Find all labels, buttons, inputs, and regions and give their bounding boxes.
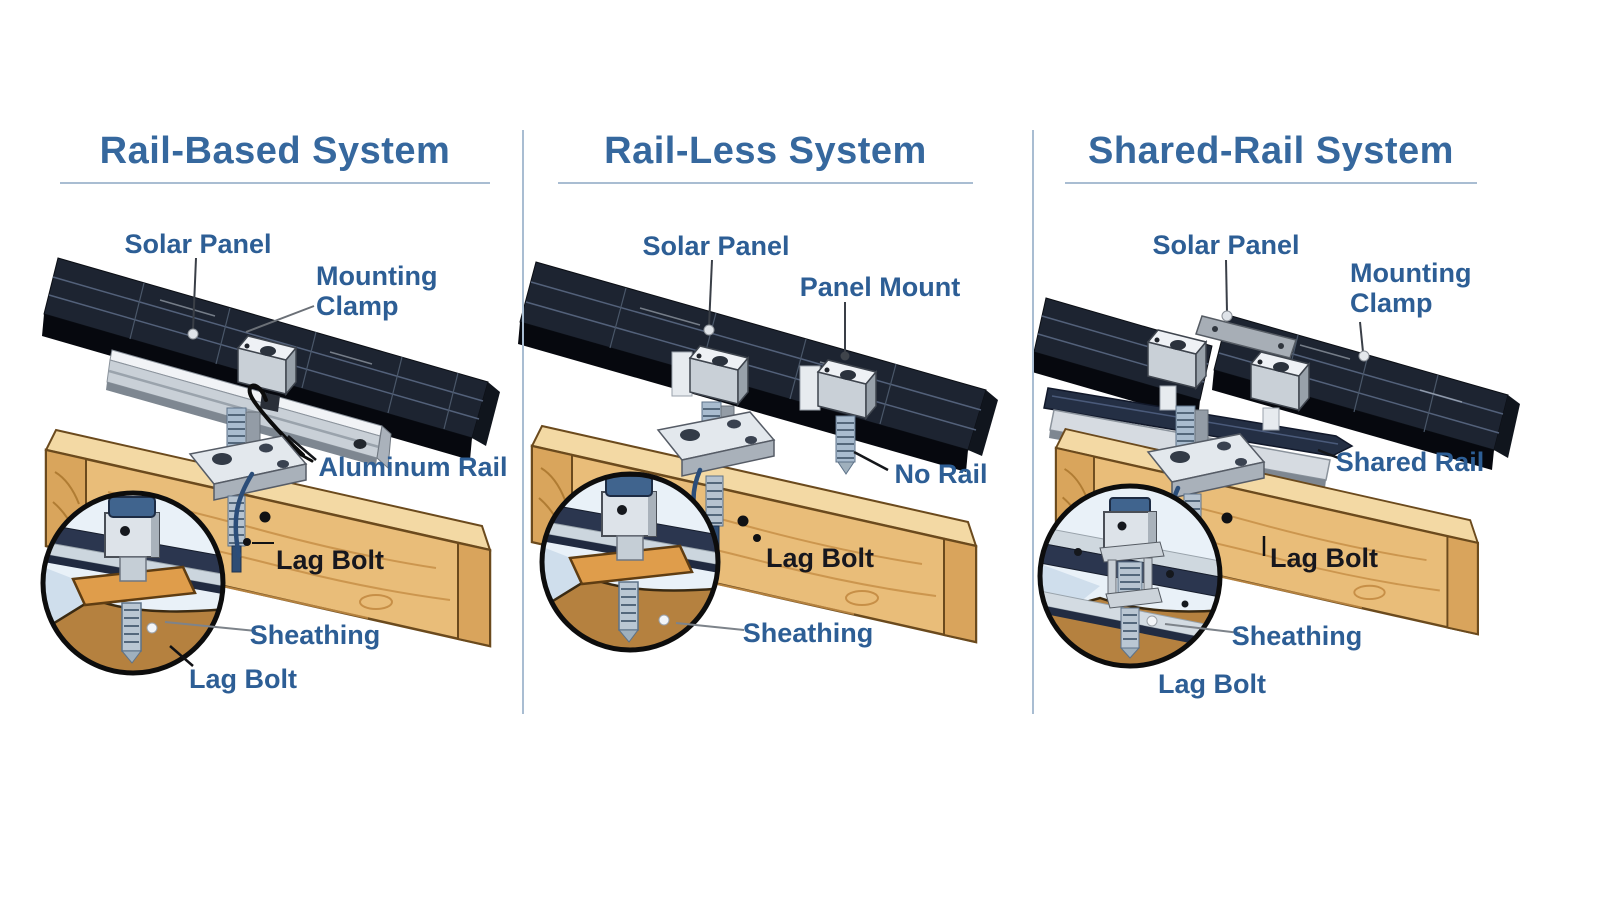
mounting-clamp-3b [1250, 351, 1310, 431]
panel-title-shared-rail: Shared-Rail System [1065, 120, 1477, 184]
column-divider-2 [1032, 130, 1034, 714]
detail-inset-ring-3 [1037, 483, 1223, 669]
label-panel-mount: Panel Mount [799, 271, 961, 302]
label-lag-bolt-detail-1: Lag Bolt [189, 663, 297, 694]
mounting-clamp-3a [1147, 329, 1207, 411]
label-shared-rail: Shared Rail [1335, 446, 1485, 477]
label-lag-bolt-3: Lag Bolt [1270, 542, 1378, 573]
leader-lines-2 [658, 259, 889, 631]
shared-rail-illustration [1032, 259, 1520, 669]
label-lag-bolt-2: Lag Bolt [766, 542, 874, 573]
label-lag-bolt-1: Lag Bolt [276, 544, 384, 575]
panel-title-rail-based: Rail-Based System [60, 120, 490, 184]
leader-lines-1 [146, 257, 317, 667]
rail-less-illustration [518, 259, 998, 653]
label-mounting-clamp-1: Mounting Clamp [316, 261, 438, 321]
connector-strap [1195, 315, 1297, 359]
label-sheathing-3: Sheathing [1231, 620, 1363, 651]
leader-lines-3 [1146, 259, 1370, 634]
detail-inset-ring-1 [40, 490, 226, 676]
label-lag-bolt-detail-3: Lag Bolt [1158, 668, 1266, 699]
panel-mount-b [799, 359, 877, 475]
rail-based-illustration [40, 257, 500, 676]
label-solar-panel-3: Solar Panel [1152, 229, 1300, 260]
label-solar-panel-1: Solar Panel [124, 228, 272, 259]
wire-1 [233, 471, 255, 559]
column-divider-1 [522, 130, 524, 714]
ground-wire-1 [247, 383, 305, 457]
detail-inset-ring-2 [539, 471, 721, 653]
label-sheathing-2: Sheathing [742, 617, 874, 648]
label-solar-panel-2: Solar Panel [642, 230, 790, 261]
label-sheathing-1: Sheathing [249, 619, 381, 650]
label-mounting-clamp-3: Mounting Clamp [1350, 258, 1472, 318]
label-aluminum-rail: Aluminum Rail [318, 451, 508, 482]
label-no-rail: No Rail [894, 458, 988, 489]
panel-title-rail-less: Rail-Less System [558, 120, 973, 184]
